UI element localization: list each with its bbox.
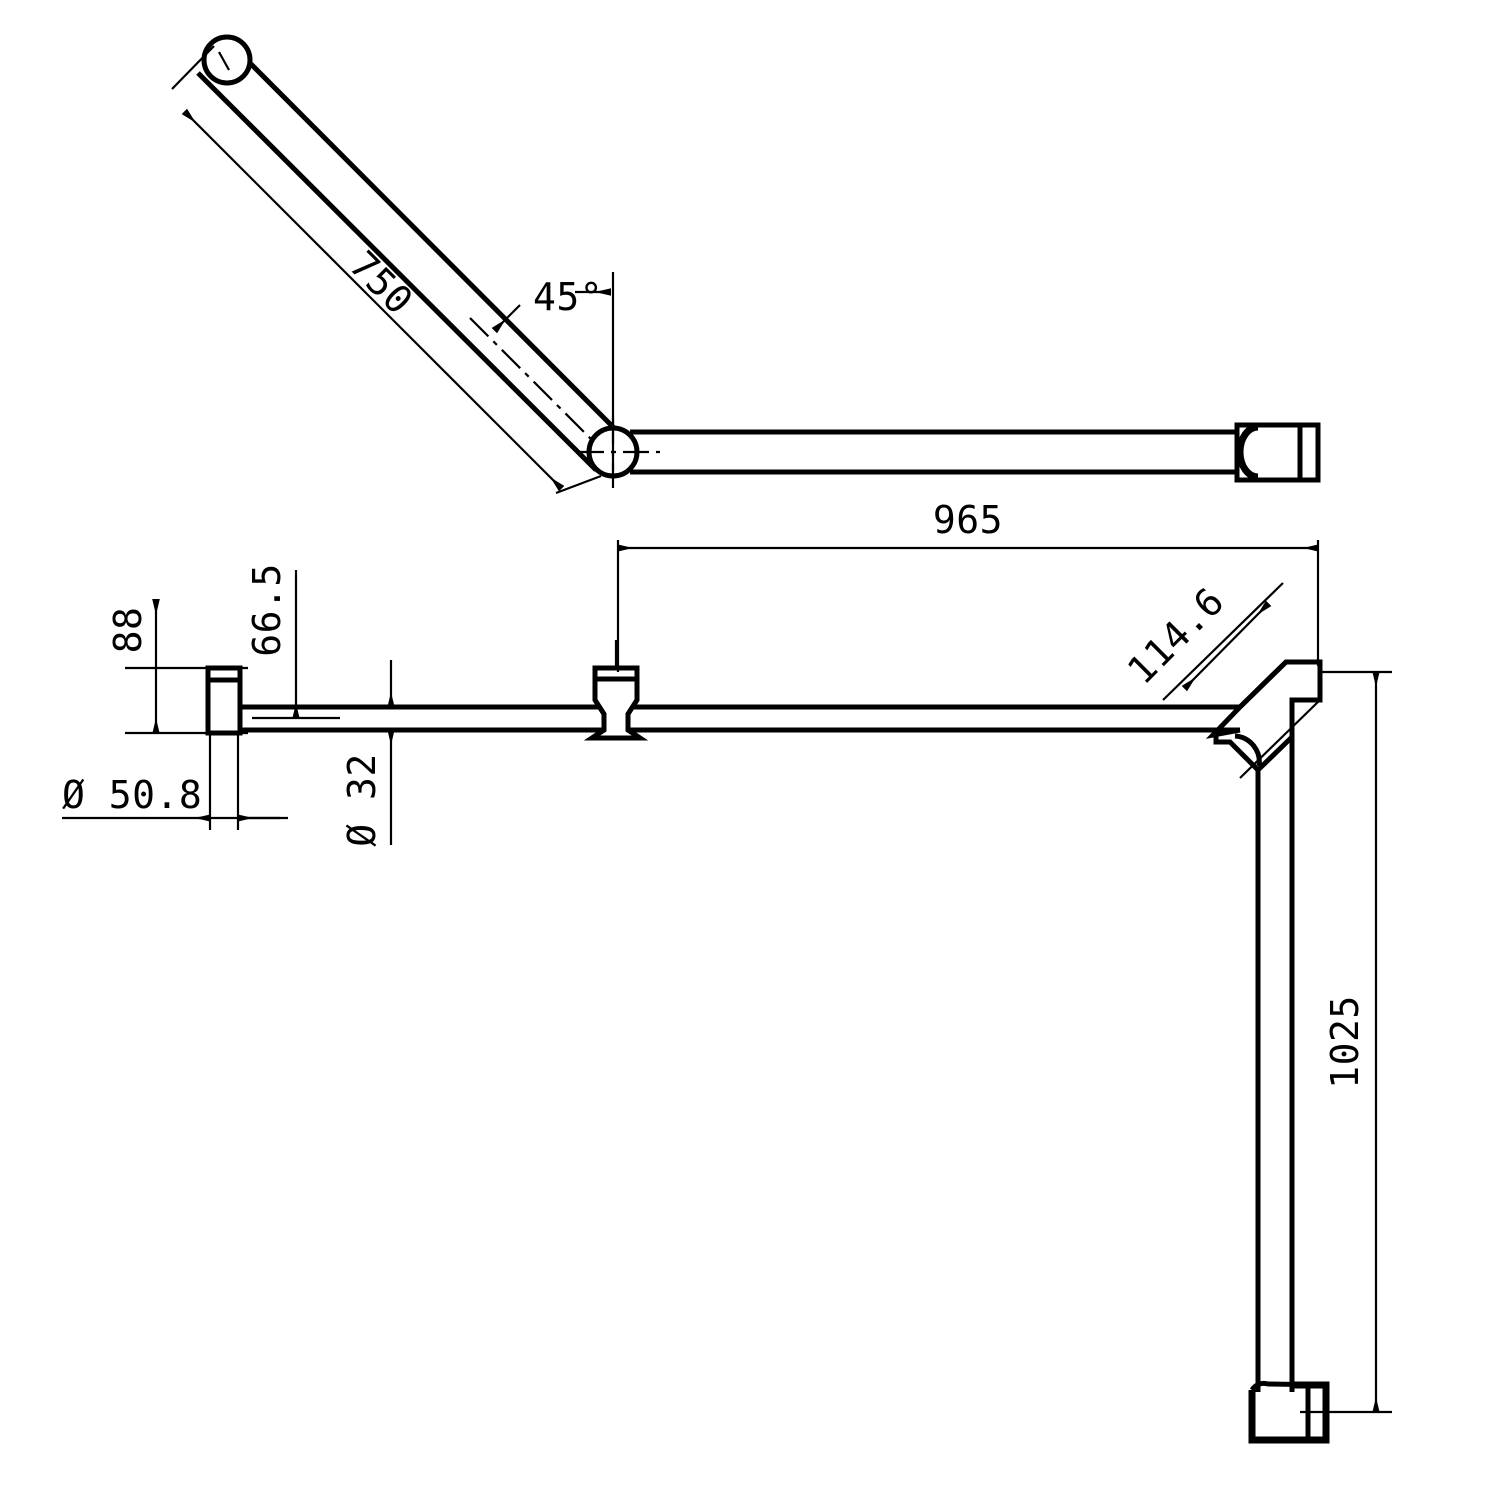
corner-elbow: [578, 418, 660, 488]
dimension-label-114-6: 114.6: [1119, 579, 1233, 693]
dimension-label-66-5: 66.5: [245, 563, 289, 657]
top-view-group: 750 45°: [171, 34, 1321, 495]
dimension-diameter-50-8: Ø 50.8: [62, 773, 288, 822]
horizontal-tube: [240, 704, 1240, 733]
dimension-label-32: Ø 32: [340, 753, 384, 847]
top-right-flange: [1234, 422, 1321, 483]
diagonal-centerline: [469, 317, 605, 453]
front-view-group: 965 88 66.5 Ø 50.8: [62, 498, 1392, 1444]
diagonal-tube: [196, 40, 628, 472]
dimension-label-50-8: Ø 50.8: [62, 773, 202, 817]
dimension-label-88: 88: [106, 607, 150, 654]
dimension-label-750: 750: [341, 242, 422, 323]
dimension-665: 66.5: [245, 563, 340, 720]
vertical-tube: [1255, 737, 1295, 1392]
dimension-45deg: 45°: [491, 272, 615, 470]
corner-elbow-front: [1205, 659, 1323, 1390]
dimension-label-965: 965: [933, 498, 1003, 542]
dimension-label-45deg: 45°: [533, 275, 603, 319]
dimension-diameter-32: Ø 32: [340, 660, 395, 847]
dimension-1025: 1025: [1300, 670, 1392, 1414]
horizontal-tube-top: [630, 429, 1240, 475]
dimension-label-1025: 1025: [1323, 995, 1367, 1089]
dimension-965: 965: [616, 498, 1320, 672]
dimension-88: 88: [106, 599, 248, 735]
top-end-cap: [201, 34, 253, 86]
mid-support-flange: [583, 640, 649, 741]
left-end-flange: [205, 665, 243, 830]
